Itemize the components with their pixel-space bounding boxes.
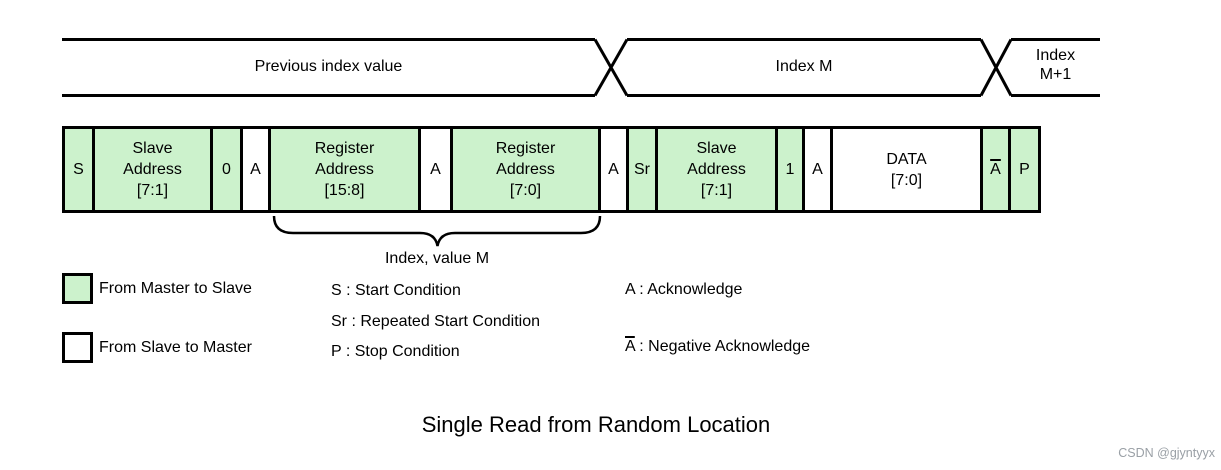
def-acknowledge: A : Acknowledge: [625, 280, 742, 300]
bar-cell-label: Sr: [634, 161, 650, 178]
bar-cell-label: A: [812, 161, 823, 178]
band-label-previous-index: Previous index value: [254, 58, 403, 75]
legend-swatch-master: [62, 273, 93, 304]
def-text: : Repeated Start Condition: [347, 313, 541, 330]
band-label-index-m1: Index M+1: [1035, 47, 1076, 83]
watermark: CSDN @gjyntyyx: [1118, 446, 1215, 460]
bar-cell-label: Slave Address [7:1]: [687, 140, 746, 199]
def-text: : Stop Condition: [341, 343, 460, 360]
bar-cell-start: S: [62, 126, 95, 213]
bar-cell-slave-address-2: Slave Address [7:1]: [655, 126, 778, 213]
bar-cell-nack: A: [980, 126, 1011, 213]
bar-cell-ack-1: A: [240, 126, 271, 213]
bar-cell-label: A: [608, 161, 619, 178]
def-repeated-start-condition: Sr : Repeated Start Condition: [331, 312, 540, 332]
def-stop-condition: P : Stop Condition: [331, 342, 460, 362]
bar-cell-label: A: [250, 161, 261, 178]
brace-label: Index, value M: [384, 250, 490, 267]
bar-cell-label: Register Address [7:0]: [495, 140, 556, 199]
legend-label-master: From Master to Slave: [99, 279, 252, 297]
diagram-title: Single Read from Random Location: [421, 412, 771, 437]
legend-swatch-slave: [62, 332, 93, 363]
def-symbol: A: [625, 281, 635, 298]
bar-cell-label: A: [990, 161, 1001, 178]
bar-cell-slave-address-1: Slave Address [7:1]: [92, 126, 213, 213]
bar-cell-label: S: [73, 161, 84, 178]
band-label-index-m: Index M: [775, 58, 833, 75]
bar-cell-label: 1: [785, 161, 795, 178]
bar-cell-label: DATA [7:0]: [886, 150, 927, 189]
bar-cell-ack-3: A: [598, 126, 629, 213]
bar-cell-label: Register Address [15:8]: [314, 140, 375, 199]
def-text: : Acknowledge: [634, 281, 743, 298]
def-start-condition: S : Start Condition: [331, 281, 461, 301]
bar-cell-label: P: [1019, 161, 1030, 178]
def-symbol: P: [331, 343, 342, 360]
def-text: : Negative Acknowledge: [634, 338, 811, 355]
bar-cell-register-address-high: Register Address [15:8]: [268, 126, 421, 213]
bar-cell-label: 0: [222, 161, 231, 178]
bar-cell-repeated-start: Sr: [626, 126, 658, 213]
bar-cell-write-bit: 0: [210, 126, 243, 213]
def-symbol: Sr: [331, 313, 347, 330]
def-negative-acknowledge: A : Negative Acknowledge: [625, 337, 810, 357]
def-text: : Start Condition: [341, 282, 461, 299]
bar-cell-label: A: [430, 161, 441, 178]
def-symbol-overline: A: [625, 338, 635, 355]
bar-cell-label: Slave Address [7:1]: [123, 140, 182, 199]
legend-label-slave: From Slave to Master: [99, 338, 252, 356]
bar-cell-stop: P: [1008, 126, 1041, 213]
bar-cell-ack-4: A: [802, 126, 833, 213]
bar-cell-ack-2: A: [418, 126, 453, 213]
brace: [272, 215, 602, 247]
bar-cell-data: DATA [7:0]: [830, 126, 983, 213]
def-symbol: S: [331, 282, 342, 299]
bar-cell-register-address-low: Register Address [7:0]: [450, 126, 601, 213]
bar-cell-read-bit: 1: [775, 126, 805, 213]
